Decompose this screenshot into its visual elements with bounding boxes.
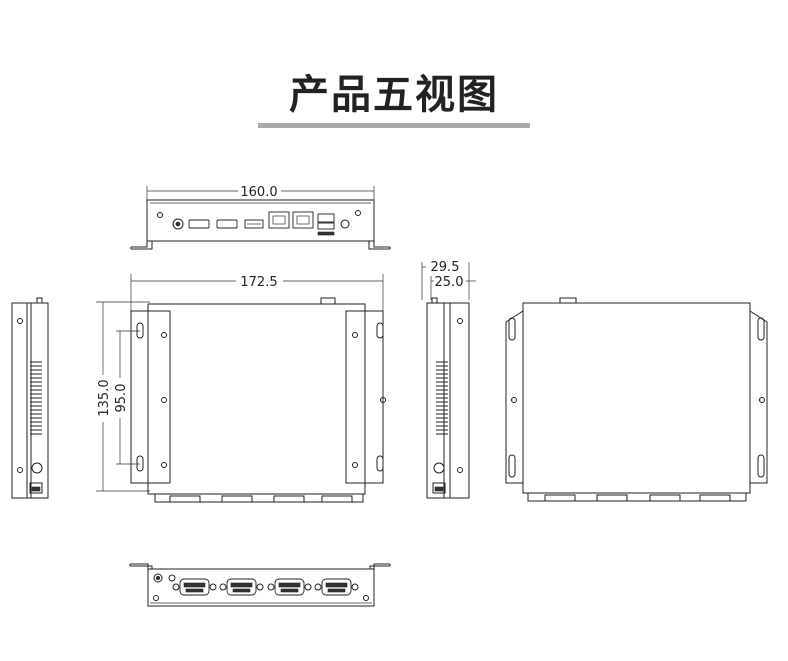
right-vent-slots	[436, 361, 448, 435]
dim-mount-spacing: 95.0	[114, 384, 129, 413]
left-side-view	[11, 297, 49, 499]
left-vent-slots	[30, 361, 42, 435]
serial-port-2	[219, 578, 264, 596]
top-view: 172.5 135.0 95.0	[96, 274, 386, 503]
top-view-connectors	[154, 493, 364, 503]
serial-port-3	[267, 578, 312, 596]
serial-port-4	[314, 578, 359, 596]
dim-top-width: 172.5	[240, 275, 277, 290]
bottom-view-connectors	[527, 492, 747, 502]
title-underline	[258, 123, 530, 128]
right-side-view: 29.5 25.0	[421, 260, 476, 499]
rear-view	[129, 563, 391, 607]
dim-depth-body: 25.0	[435, 275, 464, 290]
mount-slots-left	[136, 322, 167, 472]
dim-front-width: 160.0	[240, 185, 277, 200]
front-view: 160.0	[130, 185, 391, 250]
dim-overall-height: 135.0	[97, 379, 112, 416]
page-title: 产品五视图	[289, 72, 499, 118]
serial-port-1	[172, 578, 217, 596]
bottom-view	[505, 297, 768, 502]
dim-depth-overall: 29.5	[431, 260, 460, 275]
mount-slots-right	[352, 322, 386, 472]
